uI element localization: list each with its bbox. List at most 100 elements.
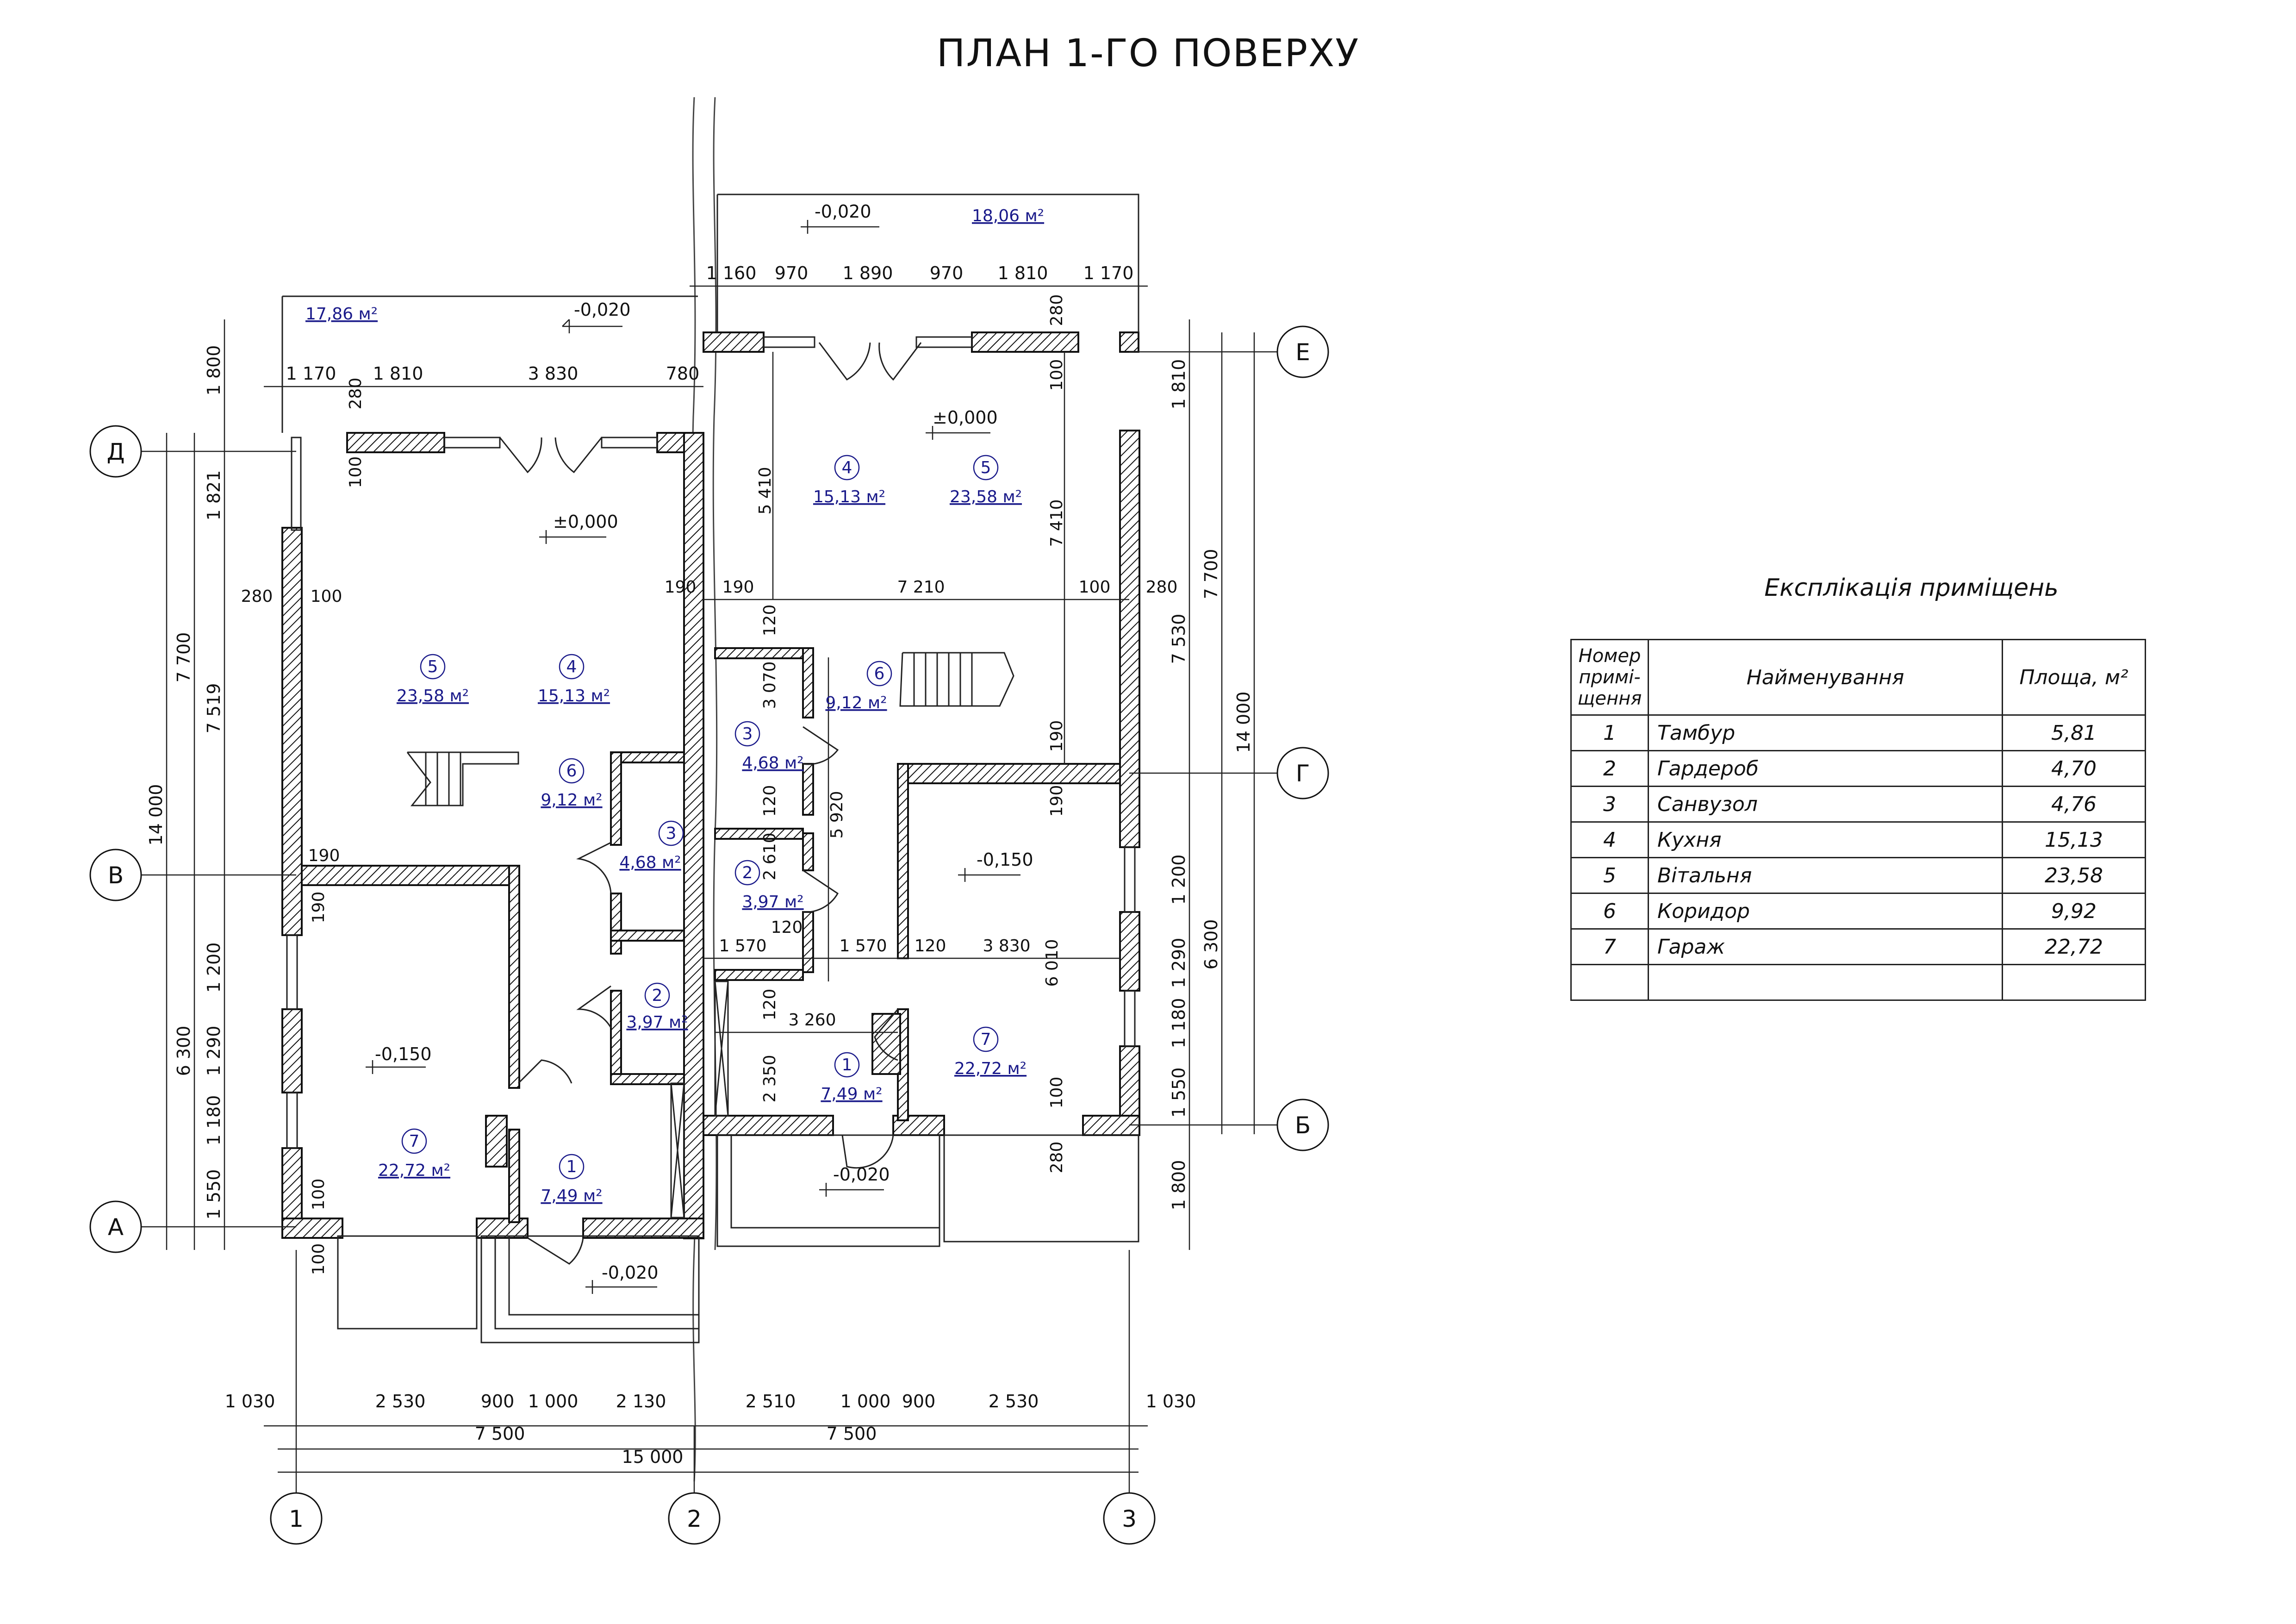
dim-left-outer-4: 1 290 xyxy=(204,1026,224,1076)
room-left-num-3: 3 xyxy=(666,824,677,843)
dim-right-mid-0: 7 700 xyxy=(1201,549,1221,600)
room-left-area-7: 22,72 м² xyxy=(378,1161,450,1180)
room-right-area-3: 4,68 м² xyxy=(742,754,803,773)
dim-bottom-9: 1 030 xyxy=(1146,1391,1196,1412)
dim-bottom-1: 2 530 xyxy=(375,1391,426,1412)
dim-inner-13: 120 xyxy=(760,785,779,817)
level-mark-1: ±0,000 xyxy=(553,512,618,532)
row-number: 6 xyxy=(1570,893,1649,930)
dim-inner-28: 280 xyxy=(1047,294,1066,326)
dim-left-outer-2: 7 519 xyxy=(204,683,224,734)
room-left-area-5: 23,58 м² xyxy=(397,687,469,706)
room-left-area-3: 4,68 м² xyxy=(619,853,681,872)
axis-marker-D xyxy=(89,425,142,478)
explication-header-row: Номер примі-щення Найменування Площа, м² xyxy=(1570,639,2146,716)
dim-bottom-total: 15 000 xyxy=(622,1447,684,1467)
dim-right-outer-4: 1 180 xyxy=(1169,998,1189,1049)
dim-inner-30: 100 xyxy=(1047,1077,1066,1109)
dim-inner-6: 190 xyxy=(665,578,697,597)
dim-inner-31: 190 xyxy=(1047,785,1066,817)
dim-top-left-2: 3 830 xyxy=(528,363,579,384)
dim-inner-1: 100 xyxy=(346,456,365,488)
dim-inner-9: 100 xyxy=(1079,578,1111,597)
room-right-area-1: 7,49 м² xyxy=(821,1085,882,1104)
dim-bottom-3: 1 000 xyxy=(528,1391,579,1412)
table-row: 7 Гараж 22,72 xyxy=(1570,928,2146,965)
row-number: 3 xyxy=(1570,786,1649,823)
axis-label-V: В xyxy=(108,862,124,889)
dim-bottom-7: 900 xyxy=(902,1391,936,1412)
table-row-empty xyxy=(1570,964,2146,1001)
row-number: 1 xyxy=(1570,714,1649,751)
dimension-lines xyxy=(139,285,1277,1500)
room-left-num-5: 5 xyxy=(428,657,438,676)
table-row: 1 Тамбур 5,81 xyxy=(1570,714,2146,751)
dim-inner-12: 3 070 xyxy=(760,661,779,709)
row-name: Кухня xyxy=(1648,821,2003,858)
dim-top-right-3: 970 xyxy=(930,263,964,283)
axis-marker-V xyxy=(89,849,142,901)
level-mark-0: -0,020 xyxy=(574,300,631,320)
terrace-left-area: 17,86 м² xyxy=(305,305,378,324)
explication-title: Експлікація приміщень xyxy=(1764,574,2059,602)
dim-bottom-8: 2 530 xyxy=(989,1391,1039,1412)
dim-inner-20: 3 830 xyxy=(983,937,1030,956)
dim-inner-2: 280 xyxy=(241,587,273,606)
dim-top-right-4: 1 810 xyxy=(998,263,1048,283)
axis-label-1: 1 xyxy=(289,1505,304,1532)
dim-inner-8: 7 210 xyxy=(897,578,945,597)
row-number: 4 xyxy=(1570,821,1649,858)
row-number: 2 xyxy=(1570,750,1649,787)
table-row: 6 Коридор 9,92 xyxy=(1570,893,2146,930)
dim-left-outer-5: 1 180 xyxy=(204,1095,224,1146)
dim-bottom-5: 2 510 xyxy=(746,1391,796,1412)
explication-table: Номер примі-щення Найменування Площа, м²… xyxy=(1570,639,2146,1001)
dim-top-right-5: 1 170 xyxy=(1083,263,1134,283)
dim-top-left-0: 1 170 xyxy=(286,363,336,384)
dim-inner-10: 280 xyxy=(1146,578,1178,597)
axis-label-D: Д xyxy=(106,438,124,465)
axis-label-A: А xyxy=(108,1214,124,1241)
dim-right-outer-3: 1 290 xyxy=(1169,938,1189,988)
room-right-num-7: 7 xyxy=(981,1030,991,1049)
room-right-num-1: 1 xyxy=(842,1056,852,1074)
room-left-num-6: 6 xyxy=(566,762,577,781)
table-row: 3 Санвузол 4,76 xyxy=(1570,786,2146,823)
dim-top-right-1: 970 xyxy=(775,263,809,283)
room-left-num-1: 1 xyxy=(566,1157,577,1176)
room-right-num-5: 5 xyxy=(981,458,991,477)
axis-label-2: 2 xyxy=(687,1505,702,1532)
dim-right-mid-1: 6 300 xyxy=(1201,919,1221,970)
row-area: 5,81 xyxy=(2002,714,2146,751)
dim-left-total: 14 000 xyxy=(146,784,166,846)
dim-left-outer-0: 1 800 xyxy=(204,345,224,396)
room-right-num-6: 6 xyxy=(874,664,885,683)
row-name: Санвузол xyxy=(1648,786,2003,823)
axis-label-3: 3 xyxy=(1122,1505,1137,1532)
axis-marker-G xyxy=(1276,747,1329,800)
row-area: 4,70 xyxy=(2002,750,2146,787)
dim-bottom-half-0: 7 500 xyxy=(475,1424,525,1444)
right-half-walls xyxy=(703,331,1140,1136)
room-left-num-7: 7 xyxy=(409,1132,420,1151)
axis-marker-1 xyxy=(270,1492,323,1545)
dim-inner-21: 6 010 xyxy=(1043,939,1062,987)
table-row: 4 Кухня 15,13 xyxy=(1570,821,2146,858)
dim-inner-14: 2 610 xyxy=(760,832,779,880)
dim-inner-25: 5 410 xyxy=(756,467,775,514)
room-right-num-2: 2 xyxy=(742,863,753,882)
level-mark-3: -0,020 xyxy=(602,1262,659,1283)
room-left-num-4: 4 xyxy=(566,657,577,676)
dim-inner-26: 7 410 xyxy=(1047,499,1066,547)
row-name: Коридор xyxy=(1648,893,2003,930)
table-row: 5 Вітальня 23,58 xyxy=(1570,857,2146,894)
dim-inner-22: 120 xyxy=(760,989,779,1021)
dim-top-left-3: 780 xyxy=(666,363,700,384)
axis-label-E: Е xyxy=(1295,339,1310,366)
room-right-num-4: 4 xyxy=(842,458,852,477)
dim-inner-15: 5 920 xyxy=(828,791,846,838)
dim-left-outer-6: 1 550 xyxy=(204,1169,224,1220)
axis-marker-3 xyxy=(1103,1492,1156,1545)
row-name: Вітальня xyxy=(1648,857,2003,894)
dim-inner-32: 190 xyxy=(1047,720,1066,752)
